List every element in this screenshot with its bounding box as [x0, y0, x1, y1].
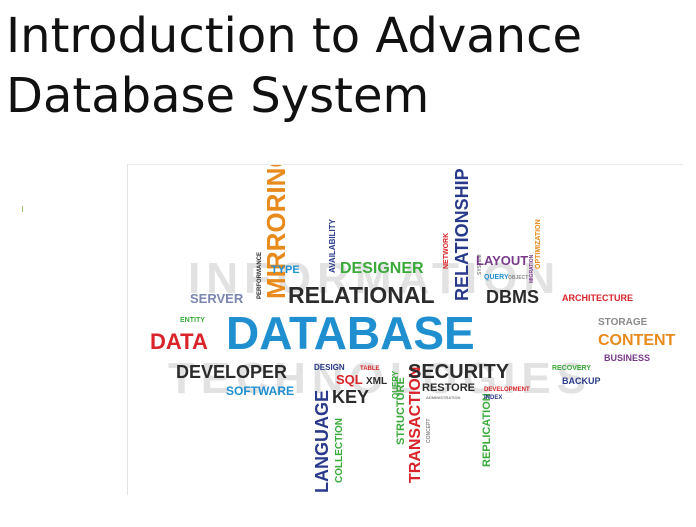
word-developer: DEVELOPER — [176, 362, 287, 382]
word-business: BUSINESS — [604, 353, 650, 363]
word-relationship: RELATIONSHIP — [452, 168, 472, 301]
word-optimization: OPTIMIZATION — [535, 219, 542, 269]
word-collection: COLLECTION — [334, 418, 345, 483]
word-designer: DESIGNER — [340, 260, 424, 277]
word-relational: RELATIONAL — [288, 282, 435, 308]
bg-text-information: INFORMATION — [188, 254, 561, 303]
word-performance: PERFORMANCE — [257, 252, 263, 299]
word-object: OBJECT — [508, 275, 528, 281]
word-administration: ADMINISTRATION — [426, 395, 460, 400]
word-structure: STRUCTURE — [395, 377, 407, 445]
bg-text-technologies: TECHNOLOGIES — [168, 354, 592, 403]
word-backup: BACKUP — [562, 376, 601, 386]
word-concept: CONCEPT — [426, 419, 432, 443]
slide-title: Introduction to Advance Database System — [6, 6, 582, 126]
word-index: INDEX — [484, 395, 502, 401]
word-cloud-image: INFORMATION TECHNOLOGIES MIRRORING PERFO… — [127, 164, 683, 495]
word-entity: ENTITY — [180, 317, 205, 324]
word-recovery: RECOVERY — [552, 365, 591, 372]
decorative-mark — [22, 206, 23, 212]
word-mirroring: MIRRORING — [261, 165, 291, 299]
word-key: KEY — [332, 387, 369, 407]
word-system: SYSTEM — [477, 254, 483, 275]
word-content: CONTENT — [598, 332, 676, 349]
word-sql: SQL — [336, 372, 363, 387]
word-security: SECURITY — [408, 361, 510, 383]
word-type: TYPE — [271, 264, 300, 276]
word-language: LANGUAGE — [312, 390, 332, 493]
word-cloud-svg: INFORMATION TECHNOLOGIES MIRRORING PERFO… — [150, 165, 676, 493]
word-layout: LAYOUT — [476, 253, 528, 268]
word-transaction: TRANSACTION — [407, 367, 424, 483]
word-design: DESIGN — [314, 363, 345, 372]
title-line-2: Database System — [6, 68, 430, 124]
title-line-1: Introduction to Advance — [6, 8, 582, 64]
word-database: DATABASE — [226, 307, 475, 359]
word-dbms: DBMS — [486, 287, 539, 307]
word-availability: AVAILABILITY — [328, 218, 337, 273]
word-restore: RESTORE — [422, 382, 475, 394]
word-server: SERVER — [190, 291, 244, 306]
word-replication: REPLICATION — [481, 393, 493, 467]
word-table: TABLE — [360, 366, 380, 372]
word-migration: MIGRATION — [529, 254, 535, 283]
word-network: NETWORK — [443, 233, 450, 269]
word-query: QUERY — [484, 274, 509, 281]
word-software: SOFTWARE — [226, 384, 294, 398]
word-storage: STORAGE — [598, 317, 648, 328]
word-xml: XML — [366, 376, 387, 387]
word-development: DEVELOPMENT — [484, 387, 530, 393]
word-query-vertical: QUERY — [391, 370, 400, 399]
word-data: DATA — [150, 329, 208, 354]
word-architecture: ARCHITECTURE — [562, 293, 633, 303]
